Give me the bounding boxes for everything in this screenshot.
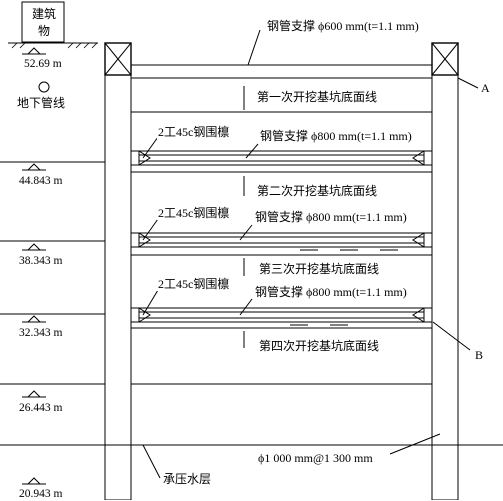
- excavation-label-1: 第一次开挖基坑底面线: [256, 90, 379, 104]
- building-label-line1: 建筑: [31, 7, 58, 21]
- leader-support-2: [245, 143, 259, 159]
- strut-3: [130, 232, 433, 251]
- leader-b: [432, 321, 471, 351]
- leader-aquifer: [142, 444, 161, 479]
- elevation-markers: [22, 47, 46, 485]
- excavation-label-3: 第三次开挖基坑底面线: [258, 262, 381, 276]
- left-pile: [104, 42, 132, 500]
- pipe-label: 地下管线: [16, 96, 67, 110]
- support-label-1: 钢管支撑 ϕ600 mm(t=1.1 mm): [266, 19, 420, 33]
- excavation-label-2: 第二次开挖基坑底面线: [256, 184, 379, 198]
- purlin-label-3: 2工45c钢围檩: [157, 206, 231, 220]
- purlin-label-2: 2工45c钢围檩: [157, 125, 231, 139]
- elevation-label-4: 32.343 m: [18, 327, 64, 340]
- leader-a: [457, 77, 479, 89]
- leader-support-4: [239, 298, 253, 316]
- elevation-label-2: 44.843 m: [18, 175, 64, 188]
- support-label-2: 钢管支撑 ϕ800 mm(t=1.1 mm): [259, 129, 413, 143]
- point-b-label: B: [474, 348, 485, 362]
- elevation-label-1: 52.69 m: [23, 58, 63, 71]
- building-label-line2: 物: [37, 24, 52, 38]
- support-label-3: 钢管支撑 ϕ800 mm(t=1.1 mm): [254, 210, 408, 224]
- purlin-label-4: 2工45c钢围檩: [157, 277, 231, 291]
- ground-hatch: [11, 42, 98, 49]
- elevation-label-3: 38.343 m: [18, 255, 64, 268]
- excavation-label-4: 第四次开挖基坑底面线: [258, 339, 381, 353]
- elevation-label-5: 26.443 m: [18, 402, 64, 415]
- leader-pile: [389, 433, 441, 455]
- support-label-4: 钢管支撑 ϕ800 mm(t=1.1 mm): [254, 285, 408, 299]
- left-crown-beam: [104, 42, 132, 76]
- point-a-label: A: [480, 81, 491, 95]
- aquifer-label: 承压水层: [162, 472, 213, 486]
- strut-2: [130, 150, 433, 166]
- pile-spec-label: ϕ1 000 mm@1 300 mm: [257, 451, 374, 465]
- pipe-icon: [38, 81, 50, 93]
- right-pile: [431, 42, 459, 500]
- leader-purlin-4: [142, 289, 159, 316]
- right-crown-beam: [431, 42, 459, 76]
- elevation-label-6: 20.943 m: [18, 488, 64, 501]
- strut-4: [130, 307, 433, 326]
- leader-support-1: [247, 29, 261, 66]
- leader-purlin-3: [142, 218, 159, 241]
- leader-purlin-2: [142, 136, 159, 159]
- leader-support-3: [239, 224, 253, 241]
